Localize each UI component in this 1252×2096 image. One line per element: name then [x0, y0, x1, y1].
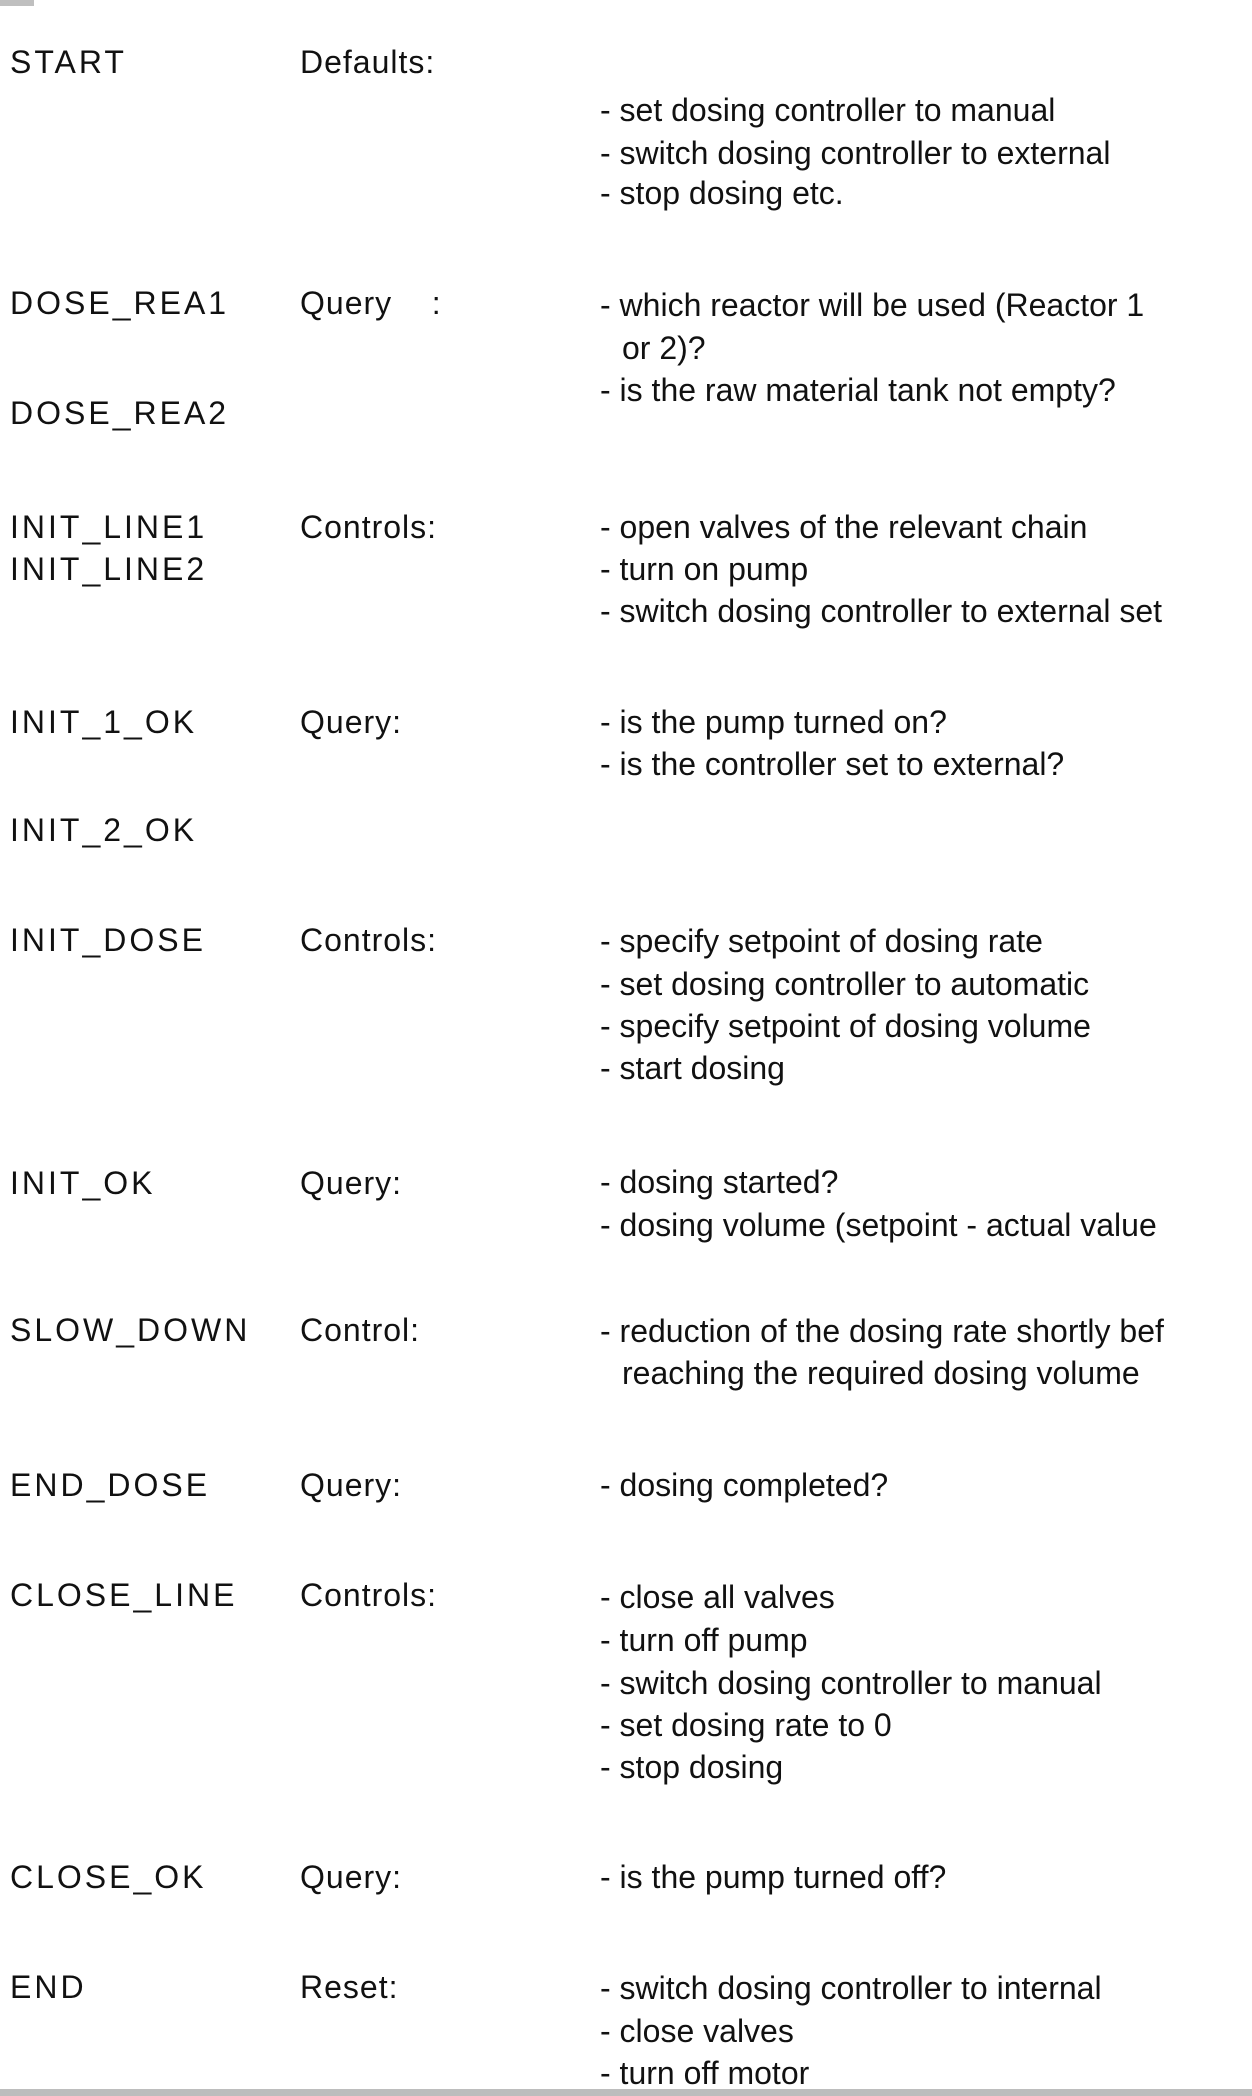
scan-artifact-bottom-edge — [0, 2089, 1252, 2096]
state-label: DOSE_REA2 — [10, 395, 230, 431]
state-label: INIT_2_OK — [10, 812, 198, 848]
state-label: INIT_OK — [10, 1165, 156, 1201]
state-label: CLOSE_OK — [10, 1859, 207, 1895]
action-type-label: Query: — [300, 704, 403, 740]
action-type-label: Query: — [300, 1859, 403, 1895]
bullet-line: - open valves of the relevant chain — [600, 509, 1088, 545]
state-label: SLOW_DOWN — [10, 1312, 251, 1348]
scan-artifact-top-left — [0, 0, 34, 6]
bullet-line: - dosing volume (setpoint - actual value — [600, 1207, 1157, 1243]
bullet-line: reaching the required dosing volume — [622, 1355, 1140, 1391]
action-type-label: Controls: — [300, 922, 438, 958]
bullet-line: - dosing completed? — [600, 1467, 889, 1503]
bullet-line: - set dosing controller to manual — [600, 92, 1056, 128]
state-label: INIT_LINE1 — [10, 509, 208, 545]
bullet-line: - is the controller set to external? — [600, 746, 1065, 782]
action-type-label: Control: — [300, 1312, 421, 1348]
bullet-line: - is the raw material tank not empty? — [600, 372, 1116, 408]
action-type-label: Query : — [300, 285, 442, 321]
bullet-line: - reduction of the dosing rate shortly b… — [600, 1313, 1164, 1349]
state-label: INIT_DOSE — [10, 922, 206, 958]
bullet-line: - specify setpoint of dosing volume — [600, 1008, 1091, 1044]
bullet-line: - dosing started? — [600, 1164, 839, 1200]
state-label: END — [10, 1969, 87, 2005]
state-label: INIT_LINE2 — [10, 551, 208, 587]
bullet-line: - switch dosing controller to external — [600, 135, 1111, 171]
bullet-line: - is the pump turned on? — [600, 704, 947, 740]
bullet-line: - turn on pump — [600, 551, 809, 587]
action-type-label: Query: — [300, 1467, 403, 1503]
bullet-line: - set dosing rate to 0 — [600, 1707, 892, 1743]
bullet-line: - is the pump turned off? — [600, 1859, 947, 1895]
action-type-label: Controls: — [300, 1577, 438, 1613]
bullet-line: - set dosing controller to automatic — [600, 966, 1090, 1002]
bullet-line: - start dosing — [600, 1050, 785, 1086]
state-label: END_DOSE — [10, 1467, 211, 1503]
state-label: INIT_1_OK — [10, 704, 198, 740]
state-label: START — [10, 44, 127, 80]
bullet-line: - switch dosing controller to internal — [600, 1970, 1102, 2006]
bullet-line: - which reactor will be used (Reactor 1 — [600, 287, 1145, 323]
bullet-line: or 2)? — [622, 330, 706, 366]
action-type-label: Defaults: — [300, 44, 436, 80]
bullet-line: - turn off pump — [600, 1622, 808, 1658]
bullet-line: - specify setpoint of dosing rate — [600, 923, 1043, 959]
bullet-line: - stop dosing etc. — [600, 175, 844, 211]
action-type-label: Reset: — [300, 1969, 399, 2005]
state-label: CLOSE_LINE — [10, 1577, 238, 1613]
action-type-label: Query: — [300, 1165, 403, 1201]
state-label: DOSE_REA1 — [10, 285, 230, 321]
bullet-line: - close valves — [600, 2013, 794, 2049]
bullet-line: - switch dosing controller to manual — [600, 1665, 1102, 1701]
bullet-line: - close all valves — [600, 1579, 835, 1615]
bullet-line: - stop dosing — [600, 1749, 784, 1785]
bullet-line: - switch dosing controller to external s… — [600, 593, 1163, 629]
bullet-line: - turn off motor — [600, 2055, 810, 2091]
action-type-label: Controls: — [300, 509, 438, 545]
